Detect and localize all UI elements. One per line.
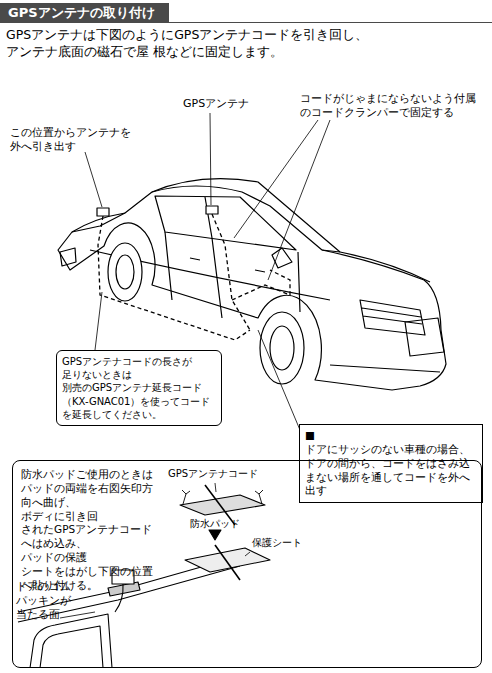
note-box: 防水パッドご使用のときは パッドの両端を右図矢印方 向へ曲げ、ボディに引き回 さ…	[12, 460, 482, 668]
cable-route	[98, 216, 250, 340]
note-text: 防水パッドご使用のときは パッドの両端を右図矢印方 向へ曲げ、ボディに引き回 さ…	[21, 468, 151, 593]
door-line	[165, 232, 300, 318]
door-handle	[190, 258, 265, 272]
tail-light	[60, 248, 76, 266]
title-bar: GPSアンテナの取り付け	[0, 2, 492, 23]
note-box: GPSアンテナコードの長さが 足りないときは 別売のGPSアンテナ延長コード （…	[56, 350, 222, 426]
leader-line	[245, 552, 250, 556]
leader-line	[234, 120, 330, 280]
front-wheel	[260, 312, 304, 384]
leader-line	[85, 152, 102, 207]
callout-label: GPSアンテナ	[183, 97, 263, 112]
wheel-hub	[270, 326, 294, 370]
antenna-cord	[115, 584, 123, 612]
down-arrow	[209, 530, 221, 540]
protective-sheet	[185, 548, 270, 572]
callout-label: GPSアンテナコード	[168, 467, 278, 480]
cable-route	[212, 214, 290, 330]
roof-line	[152, 179, 340, 252]
grille	[360, 300, 425, 335]
headlight	[405, 318, 444, 356]
leader-line	[258, 330, 300, 430]
waterproof-pad	[180, 495, 265, 515]
door-window	[40, 626, 103, 668]
leader-line	[60, 612, 95, 618]
bend-arrow	[182, 490, 263, 504]
side-window	[155, 196, 296, 250]
door-frame	[30, 614, 112, 668]
callout-label: 防水パッド	[190, 517, 260, 530]
antenna-cable	[98, 214, 290, 340]
leader-line	[215, 483, 216, 492]
note-box: ■ドアにサッシのない車種の場合、 ドアの間から、コードをはさみ込 まない場所を通…	[299, 424, 483, 503]
gps-antenna	[97, 208, 109, 216]
hood-line	[322, 250, 430, 282]
bumper-line	[330, 365, 440, 372]
callout-label: この位置からアンテナを 外へ引き出す	[10, 126, 130, 154]
callout-label: コードがじゃまにならないよう付属 のコードクランパーで固定する	[300, 92, 472, 120]
side-mirror	[272, 248, 292, 268]
antenna-cord	[215, 545, 240, 580]
note-text: ■ドアにサッシのない車種の場合、 ドアの間から、コードをはさみ込 まない場所を通…	[305, 429, 479, 498]
note-text: GPSアンテナコードの長さが 足りないときは 別売のGPSアンテナ延長コード （…	[62, 355, 218, 421]
wheel-hub	[116, 255, 134, 289]
callout-label: GPSアンテナは下図のようにGPSアンテナコードを引き回し、アンテナ底面の磁石で…	[6, 27, 490, 60]
leader-line	[210, 113, 211, 205]
callout-label: 保護シート	[252, 536, 322, 549]
callout-label: ドアのゴム パッキンが 当たる面	[16, 580, 72, 622]
title-text: GPSアンテナの取り付け	[0, 3, 169, 23]
rear-wheel	[108, 243, 142, 301]
leader-line	[95, 292, 102, 350]
gps-antenna	[206, 206, 218, 214]
